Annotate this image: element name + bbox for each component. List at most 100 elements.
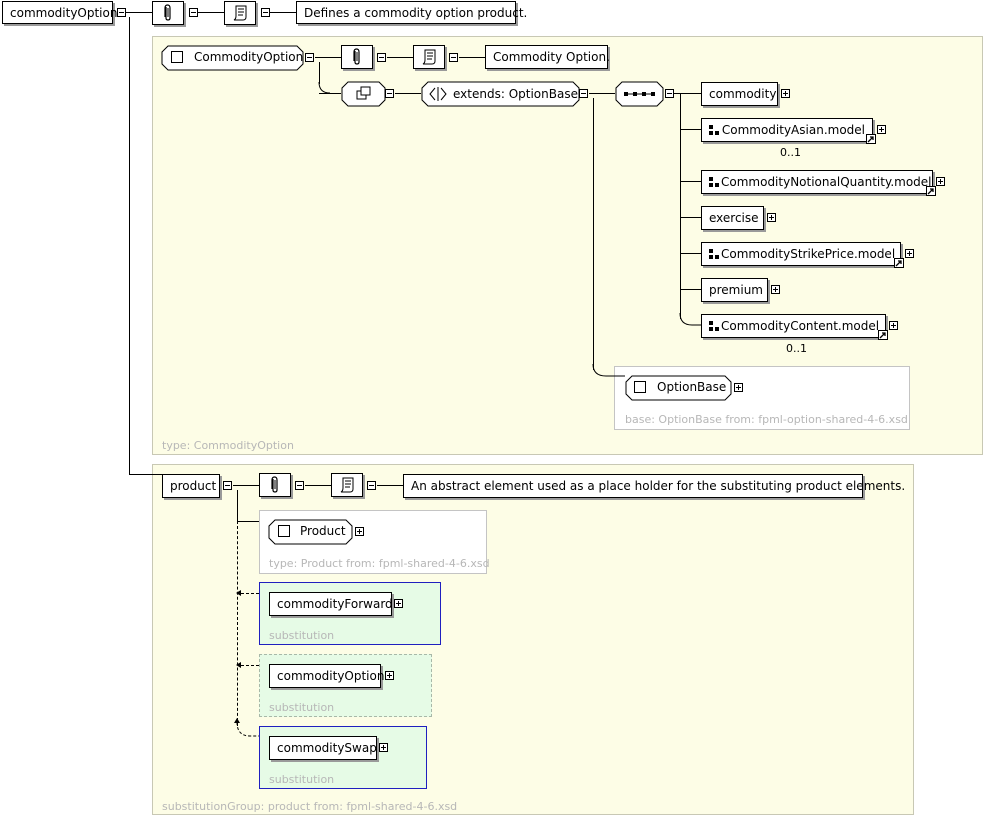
- substitution-label: substitution: [269, 629, 335, 642]
- connector: [680, 217, 701, 218]
- group-name: CommodityNotionalQuantity.model: [721, 175, 932, 189]
- connector: [198, 12, 224, 13]
- substitution-group-label: substitutionGroup: product from: fpml-sh…: [162, 800, 458, 813]
- substitution-connector: [236, 722, 259, 737]
- expand-icon[interactable]: [771, 285, 780, 294]
- base-type-name: OptionBase: [657, 380, 727, 394]
- collapse-icon[interactable]: [449, 53, 458, 62]
- reference-link-icon[interactable]: [878, 330, 888, 340]
- expand-icon[interactable]: [889, 321, 898, 330]
- reference-link-icon[interactable]: [926, 186, 936, 196]
- element-commodity-forward[interactable]: commodityForward: [269, 592, 393, 616]
- element-premium[interactable]: premium: [701, 278, 768, 302]
- documentation-icon[interactable]: [331, 473, 363, 497]
- connector: [237, 490, 238, 521]
- group-ref-icon: [709, 124, 719, 136]
- element-commodity-swap[interactable]: commoditySwap: [269, 736, 377, 760]
- collapse-icon[interactable]: [377, 53, 386, 62]
- collapse-icon[interactable]: [117, 8, 126, 17]
- collapse-icon[interactable]: [305, 53, 314, 62]
- substitution-connector: [241, 593, 259, 594]
- reference-link-icon[interactable]: [894, 258, 904, 268]
- complex-type-node[interactable]: [161, 45, 305, 71]
- occurrence-label: 0..1: [786, 342, 807, 355]
- product-type-label: type: Product from: fpml-shared-4-6.xsd: [269, 557, 490, 570]
- annotation-icon[interactable]: [341, 45, 373, 69]
- arrow-icon: [236, 662, 241, 668]
- occurrence-label: 0..1: [780, 146, 801, 159]
- complex-type-icon: [634, 381, 646, 393]
- connector: [589, 93, 615, 94]
- extension-node[interactable]: [421, 81, 581, 107]
- connector: [680, 93, 681, 319]
- expand-icon[interactable]: [936, 177, 945, 186]
- connector: [387, 57, 413, 58]
- collapse-icon[interactable]: [295, 481, 304, 490]
- collapse-icon[interactable]: [261, 8, 270, 17]
- connector: [680, 289, 701, 290]
- expand-icon[interactable]: [877, 125, 886, 134]
- expand-icon[interactable]: [394, 599, 403, 608]
- arrow-icon: [236, 590, 241, 596]
- expand-icon[interactable]: [781, 89, 790, 98]
- extension-label: extends: OptionBase: [453, 87, 578, 101]
- group-commodity-asian-model[interactable]: CommodityAsian.model: [701, 118, 873, 142]
- expand-icon[interactable]: [379, 743, 388, 752]
- group-commodity-notional-quantity-model[interactable]: CommodityNotionalQuantity.model: [701, 170, 933, 194]
- complex-type-name: CommodityOption: [194, 50, 304, 64]
- collapse-icon[interactable]: [385, 89, 394, 98]
- root-element[interactable]: commodityOption: [2, 1, 117, 24]
- connector: [319, 62, 320, 84]
- annotation-icon[interactable]: [259, 473, 291, 497]
- collapse-icon[interactable]: [579, 89, 588, 98]
- collapse-icon[interactable]: [665, 89, 674, 98]
- connector: [377, 485, 403, 486]
- connector: [270, 12, 296, 13]
- expand-icon[interactable]: [905, 249, 914, 258]
- element-product[interactable]: product: [162, 474, 220, 498]
- substitution-label: substitution: [269, 773, 335, 786]
- expand-icon[interactable]: [767, 213, 776, 222]
- collapse-icon[interactable]: [223, 481, 232, 490]
- product-type-name: Product: [300, 524, 346, 538]
- connector: [395, 93, 421, 94]
- connector: [233, 485, 259, 486]
- collapse-icon[interactable]: [367, 481, 376, 490]
- complex-type-icon: [171, 51, 183, 63]
- sequence-icon[interactable]: [615, 81, 665, 107]
- documentation-icon[interactable]: [413, 45, 445, 69]
- element-commodity[interactable]: commodity: [701, 82, 778, 106]
- group-commodity-content-model[interactable]: CommodityContent.model: [701, 314, 886, 338]
- connector: [129, 17, 130, 474]
- reference-link-icon[interactable]: [866, 134, 876, 144]
- connector: [680, 253, 701, 254]
- base-type-node[interactable]: [625, 375, 733, 401]
- connector: [592, 364, 625, 377]
- connector: [673, 93, 701, 94]
- annotation-icon[interactable]: [152, 1, 184, 25]
- extension-icon[interactable]: [341, 81, 387, 107]
- element-commodity-option[interactable]: commodityOption: [269, 664, 384, 688]
- root-documentation: Defines a commodity option product.: [296, 1, 527, 24]
- connector: [129, 474, 162, 475]
- connector: [459, 57, 485, 58]
- collapse-icon[interactable]: [189, 8, 198, 17]
- group-commodity-strike-price-model[interactable]: CommodityStrikePrice.model: [701, 242, 901, 266]
- complex-type-icon: [278, 525, 290, 537]
- expand-icon[interactable]: [355, 527, 364, 536]
- documentation-icon[interactable]: [224, 1, 256, 25]
- expand-icon[interactable]: [734, 383, 743, 392]
- group-name: CommodityAsian.model: [721, 123, 865, 137]
- base-type-label: base: OptionBase from: fpml-option-share…: [625, 413, 908, 426]
- connector: [126, 12, 152, 13]
- connector: [237, 521, 259, 522]
- element-exercise[interactable]: exercise: [701, 206, 764, 230]
- substitution-label: substitution: [269, 701, 335, 714]
- substitution-connector: [237, 521, 238, 726]
- connector: [679, 313, 702, 326]
- expand-icon[interactable]: [385, 671, 394, 680]
- connector: [315, 57, 341, 58]
- group-name: CommodityStrikePrice.model: [721, 247, 896, 261]
- connector: [680, 129, 701, 130]
- group-name: CommodityContent.model: [721, 319, 880, 333]
